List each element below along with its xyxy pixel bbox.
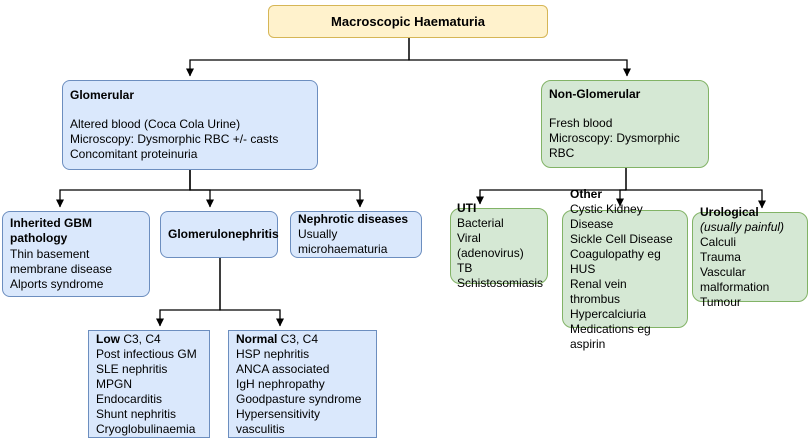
node-title: Nephrotic diseases: [298, 212, 409, 226]
node-line: IgH nephropathy: [236, 376, 325, 391]
node-line: Cryoglobulinaemia: [96, 421, 196, 436]
node-line: Endocarditis: [96, 391, 163, 406]
node-line: Renal vein thrombus: [570, 276, 627, 306]
node-title: Glomerulonephritis: [168, 227, 279, 241]
node-glomerular: Glomerular Altered blood (Coca Cola Urin…: [62, 80, 318, 170]
node-line: Hypersensitivity vasculitis: [236, 406, 321, 436]
node-title: Low C3, C4: [96, 331, 161, 346]
node-line: Goodpasture syndrome: [236, 391, 362, 406]
node-line: Microscopy: Dysmorphic RBC +/- casts: [70, 132, 279, 146]
node-line: TB: [457, 261, 473, 275]
node-inherited-gbm-pathology: Inherited GBM pathology Thin basement me…: [2, 211, 150, 297]
node-other: Other Cystic Kidney Disease Sickle Cell …: [562, 187, 688, 351]
node-line: Fresh blood: [549, 116, 613, 130]
node-line: Microscopy: Dysmorphic RBC: [549, 131, 680, 160]
node-line: Cystic Kidney Disease: [570, 201, 643, 231]
node-line: Hypercalciuria: [570, 306, 647, 321]
node-line: Vascular malformation: [700, 264, 770, 294]
node-title: Inherited GBM pathology: [10, 216, 93, 245]
node-line: Concomitant proteinuria: [70, 147, 198, 161]
node-line: Alports syndrome: [10, 277, 104, 291]
node-line: Viral (adenovirus): [457, 231, 524, 260]
node-nephrotic-diseases: Nephrotic diseases Usually microhaematur…: [290, 211, 422, 258]
node-subtitle: (usually painful): [700, 219, 785, 234]
node-line: ANCA associated: [236, 361, 330, 376]
node-normal-c3-c4: Normal C3, C4 HSP nephritis ANCA associa…: [228, 330, 377, 438]
node-line: MPGN: [96, 376, 132, 391]
node-line: Medications eg aspirin: [570, 321, 651, 351]
node-line: Altered blood (Coca Cola Urine): [70, 117, 241, 131]
node-line: Post infectious GM: [96, 346, 197, 361]
node-title: Non-Glomerular: [549, 87, 641, 101]
node-line: Shunt nephritis: [96, 406, 177, 421]
node-low-c3-c4: Low C3, C4 Post infectious GM SLE nephri…: [88, 330, 210, 438]
node-title: Other: [570, 186, 603, 201]
node-line: Trauma: [700, 249, 741, 264]
spacer: [549, 102, 701, 116]
node-line: Tumour: [700, 294, 741, 309]
node-uti: UTI Bacterial Viral (adenovirus) TB Schi…: [450, 201, 548, 290]
node-non-glomerular: Non-Glomerular Fresh blood Microscopy: D…: [541, 80, 709, 168]
node-title: Normal C3, C4: [236, 331, 319, 346]
node-title: Glomerular: [70, 88, 135, 102]
spacer: [70, 103, 310, 117]
node-line: Usually microhaematuria: [298, 227, 388, 256]
node-urological: Urological (usually painful) Calculi Tra…: [692, 205, 808, 309]
node-macroscopic-haematuria: Macroscopic Haematuria: [268, 5, 548, 38]
node-title: Macroscopic Haematuria: [331, 14, 485, 29]
node-title: Urological: [700, 204, 759, 219]
node-line: Thin basement membrane disease: [10, 247, 113, 276]
node-title: UTI: [457, 201, 477, 215]
node-line: Bacterial: [457, 216, 504, 230]
node-line: SLE nephritis: [96, 361, 168, 376]
node-line: HSP nephritis: [236, 346, 310, 361]
node-glomerulonephritis: Glomerulonephritis: [160, 211, 279, 258]
node-line: Sickle Cell Disease: [570, 231, 673, 246]
node-line: Schistosomiasis: [457, 276, 544, 290]
node-line: Calculi: [700, 234, 737, 249]
node-line: Coagulopathy eg HUS: [570, 246, 661, 276]
